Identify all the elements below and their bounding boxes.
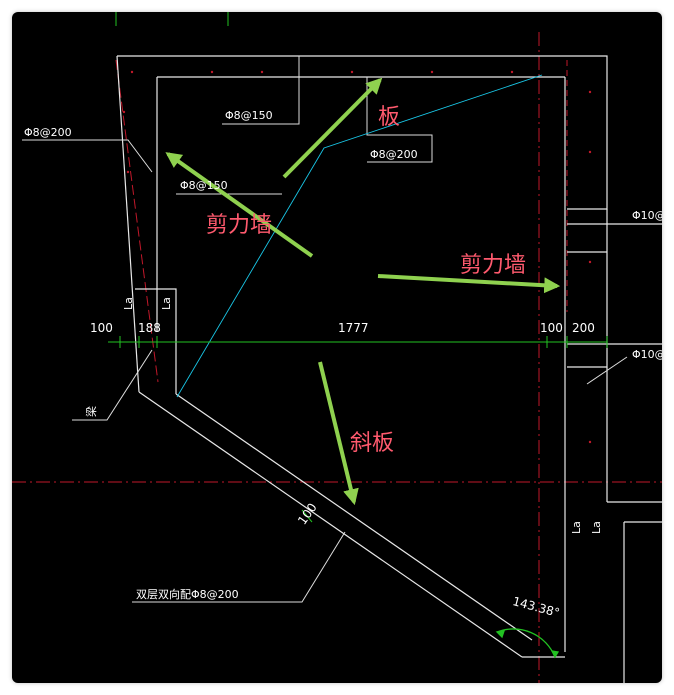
rebar-label-right-mid: Φ10@ bbox=[632, 348, 662, 361]
la-label-3: La bbox=[570, 521, 583, 534]
la-label-1: La bbox=[122, 297, 135, 310]
rebar-label-left-inner: Φ8@150 bbox=[180, 179, 228, 192]
la-label-2: La bbox=[160, 297, 173, 310]
structure-outline bbox=[116, 55, 662, 683]
top-marks bbox=[115, 12, 229, 26]
cad-drawing-frame: Φ8@150 Φ8@200 Φ8@150 Φ8@200 Φ10@ Φ10@ 双层… bbox=[12, 12, 662, 683]
misc-labels: 梁 La La La La bbox=[84, 297, 603, 534]
arrow-inclined-slab bbox=[318, 361, 359, 506]
arrow-shear-wall-right bbox=[377, 274, 561, 294]
dim-1777: 1777 bbox=[338, 321, 369, 335]
rebar-label-right-top: Φ10@ bbox=[632, 209, 662, 222]
rebar-label-top-inner: Φ8@150 bbox=[225, 109, 273, 122]
dimension-line bbox=[108, 336, 608, 523]
arrow-shear-wall-left bbox=[165, 152, 314, 258]
dim-angle: 143.38° bbox=[511, 594, 561, 620]
leader-lines bbox=[22, 56, 628, 603]
rebar-label-left-outer: Φ8@200 bbox=[24, 126, 72, 139]
annotation-arrows bbox=[165, 77, 561, 506]
annotation-slab: 板 bbox=[378, 105, 400, 130]
rebar-label-bottom-note: 双层双向配Φ8@200 bbox=[136, 587, 239, 601]
arrow-slab bbox=[282, 77, 383, 179]
dim-100-right: 100 bbox=[540, 321, 563, 335]
beam-label: 梁 bbox=[84, 406, 98, 417]
dim-200: 200 bbox=[572, 321, 595, 335]
annotation-inclined-slab: 斜板 bbox=[350, 431, 394, 456]
rebar-dots bbox=[122, 70, 592, 444]
axis-lines bbox=[12, 32, 662, 683]
rebar-label-center: Φ8@200 bbox=[370, 148, 418, 161]
annotation-shear-wall-right: 剪力墙 bbox=[460, 253, 526, 278]
annotations: 板 剪力墙 剪力墙 斜板 bbox=[206, 105, 526, 456]
la-label-4: La bbox=[590, 521, 603, 534]
rebar-text: Φ8@150 Φ8@200 Φ8@150 Φ8@200 Φ10@ Φ10@ 双层… bbox=[24, 109, 662, 601]
cad-drawing: Φ8@150 Φ8@200 Φ8@150 Φ8@200 Φ10@ Φ10@ 双层… bbox=[12, 12, 662, 683]
annotation-shear-wall-left: 剪力墙 bbox=[206, 213, 272, 238]
dim-100-left: 100 bbox=[90, 321, 113, 335]
angle-arc bbox=[495, 628, 560, 659]
cyan-lines bbox=[176, 74, 543, 398]
dim-188: 188 bbox=[138, 321, 161, 335]
dimension-text: 100 188 1777 100 200 100 143.38° bbox=[90, 321, 595, 620]
